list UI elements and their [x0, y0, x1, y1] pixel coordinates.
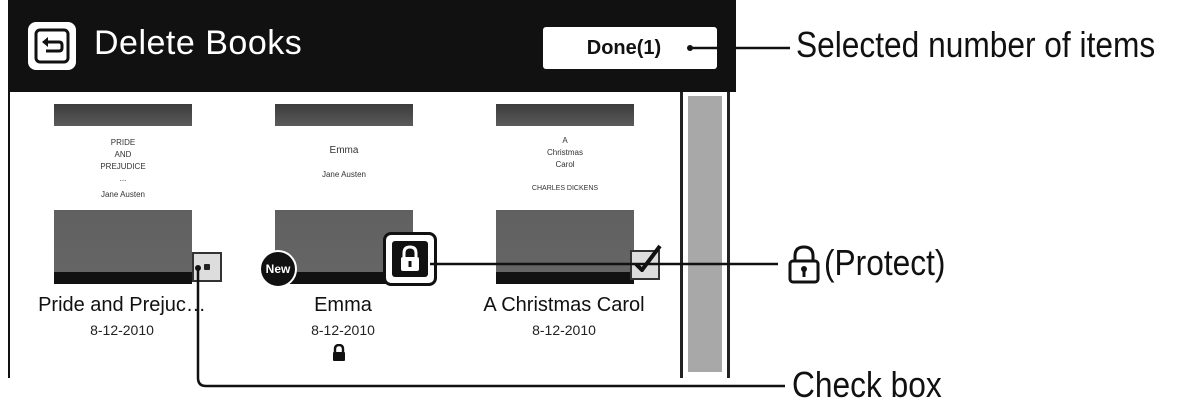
cover-text: Jane Austen: [321, 170, 367, 179]
cover-title-band: Emma Jane Austen: [275, 126, 413, 210]
cover-text: CHARLES DICKENS: [531, 185, 599, 192]
cover-text: ...: [119, 174, 127, 183]
page-title: Delete Books: [94, 24, 303, 62]
book-date: 8-12-2010: [90, 322, 154, 338]
cover-footer: [54, 272, 192, 284]
scrollbar-thumb[interactable]: [688, 96, 722, 372]
back-arrow-icon: [34, 28, 70, 64]
book-title: Emma: [314, 294, 372, 316]
book-cover[interactable]: A Christmas Carol CHARLES DICKENS: [496, 104, 634, 284]
book-title: Pride and Prejuc…: [38, 294, 206, 316]
checkbox-mark: [204, 264, 210, 270]
book-cover[interactable]: Emma Jane Austen: [275, 104, 413, 284]
book-date: 8-12-2010: [532, 322, 596, 338]
book-date: 8-12-2010: [311, 322, 375, 338]
cover-text: Emma: [329, 145, 359, 156]
book-item-emma[interactable]: Emma Jane Austen New Emma 8-12-2010: [233, 104, 453, 374]
cover-text: A: [562, 136, 568, 145]
book-cover[interactable]: PRIDE AND PREJUDICE ... Jane Austen: [54, 104, 192, 284]
cover-footer: [496, 272, 634, 284]
cover-text: PREJUDICE: [100, 162, 146, 171]
done-button-label: Done(1): [586, 37, 662, 59]
cover-text: Christmas: [546, 148, 583, 157]
reader-screen: Delete Books Done(1) PRIDE AND PREJUDICE…: [8, 0, 736, 378]
content-divider: [8, 92, 10, 378]
book-item-pride-and-prejudice[interactable]: PRIDE AND PREJUDICE ... Jane Austen Prid…: [12, 104, 232, 374]
annotation-check-box: Check box: [792, 364, 942, 405]
check-mark-icon: [634, 244, 662, 272]
cover-text: AND: [114, 150, 132, 159]
back-button[interactable]: [28, 22, 76, 70]
annotation-selected-count: Selected number of items: [796, 24, 1156, 65]
header-bar: Delete Books Done(1): [8, 0, 736, 92]
lock-icon: [401, 245, 419, 271]
new-badge: New: [259, 250, 297, 288]
protect-toggle[interactable]: [383, 232, 437, 286]
book-title: A Christmas Carol: [483, 294, 645, 316]
cover-text: Carol: [555, 160, 575, 169]
protect-lock-icon: [788, 245, 820, 284]
cover-text: Jane Austen: [100, 190, 146, 199]
protected-lock-icon: [333, 344, 345, 361]
annotation-protect: (Protect): [824, 242, 946, 283]
book-item-a-christmas-carol[interactable]: A Christmas Carol CHARLES DICKENS A Chri…: [454, 104, 674, 374]
cover-text: PRIDE: [110, 138, 136, 147]
cover-title-band: A Christmas Carol CHARLES DICKENS: [496, 126, 634, 210]
protect-toggle-face: [392, 241, 428, 277]
cover-title-band: PRIDE AND PREJUDICE ... Jane Austen: [54, 126, 192, 210]
cover-footer: [275, 272, 413, 284]
